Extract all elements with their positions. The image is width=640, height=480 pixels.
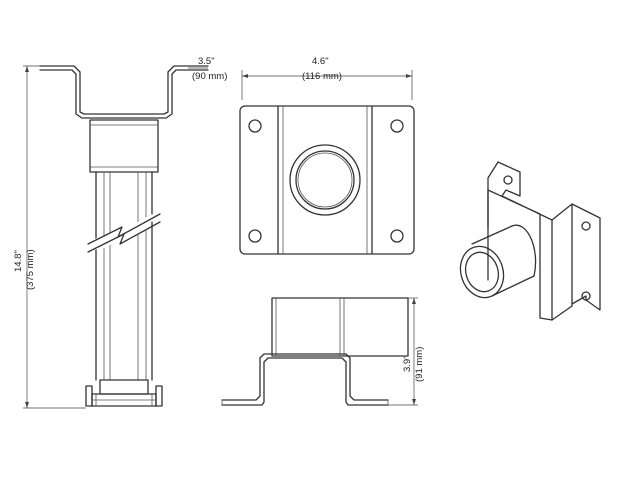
- side-view-bracket: [39, 65, 209, 119]
- iso-bracket-right-flange: [551, 203, 601, 321]
- side-view-pole: [95, 171, 153, 239]
- top-view-pipe-outer: [289, 144, 361, 216]
- side-view-break-line: [87, 213, 161, 245]
- side-view: [39, 65, 209, 407]
- overall-height-mm: (375 mm): [25, 249, 36, 290]
- top-view-hole-br: [390, 229, 404, 243]
- mount-width-inches: 3.5": [198, 56, 215, 67]
- iso-pipe-outer: [459, 245, 505, 299]
- overall-height-dimension: 14.8" (375 mm): [13, 65, 86, 409]
- iso-hole-lower: [581, 291, 591, 301]
- front-view: [221, 297, 409, 406]
- overall-height-inches: 14.8": [13, 250, 24, 272]
- iso-bracket-left-flange: [487, 161, 521, 229]
- top-view-plate: [239, 105, 415, 255]
- iso-pipe: [471, 225, 535, 297]
- bracket-height-dimension: 3.9" (91 mm): [388, 297, 425, 406]
- top-view-hole-tr: [390, 119, 404, 133]
- top-view-pipe-inner: [295, 150, 355, 210]
- front-view-bracket: [221, 353, 389, 406]
- plate-width-mm: (116 mm): [302, 71, 342, 82]
- top-view-hole-tl: [248, 119, 262, 133]
- top-view: 4.6" (116 mm): [239, 56, 415, 255]
- top-view-hole-bl: [248, 229, 262, 243]
- bracket-height-mm: (91 mm): [414, 347, 425, 382]
- iso-hole-upper: [581, 221, 591, 231]
- side-view-collar: [89, 119, 159, 173]
- iso-bracket-body: [487, 189, 553, 321]
- plate-width-inches: 4.6": [312, 56, 329, 67]
- side-view-foot: [99, 379, 149, 395]
- iso-pipe-inner: [464, 251, 500, 293]
- bracket-height-inches: 3.9": [402, 355, 413, 372]
- mount-width-mm: (90 mm): [192, 71, 227, 82]
- mount-width-dimension: 3.5" (90 mm): [188, 56, 227, 82]
- isometric-view: [459, 161, 601, 321]
